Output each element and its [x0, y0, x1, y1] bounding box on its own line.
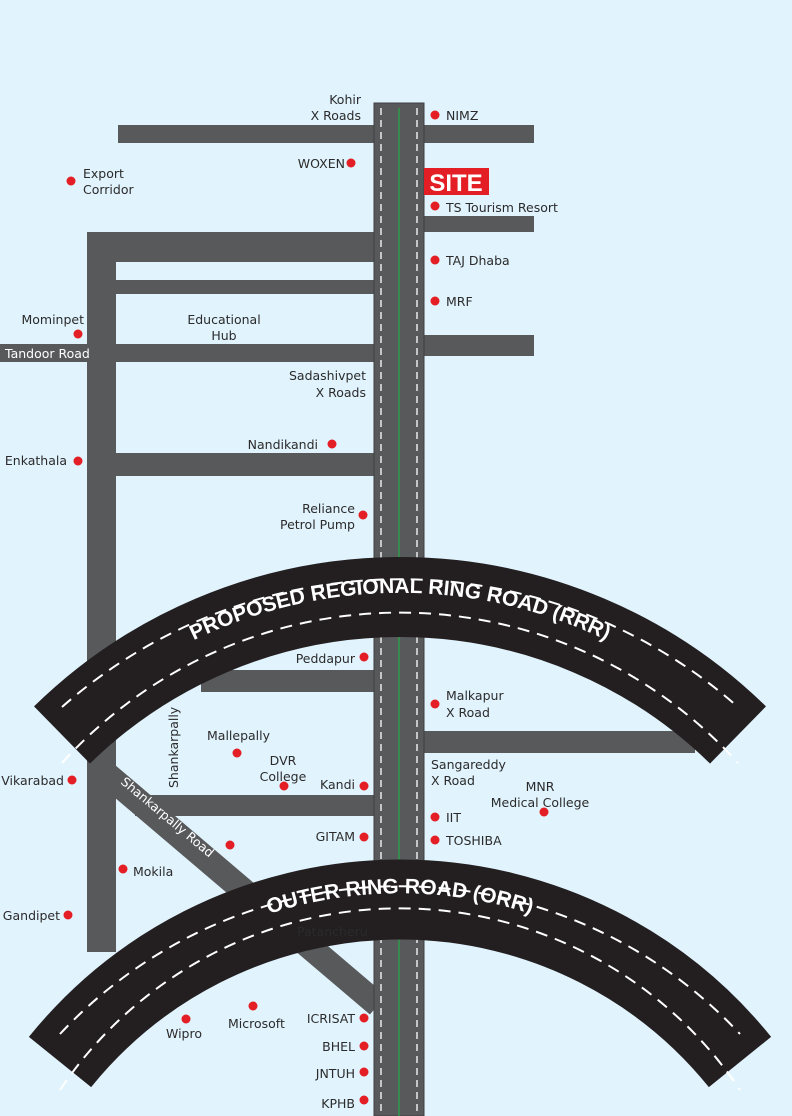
label-jntuh: JNTUH: [315, 1066, 355, 1081]
label-kandi: Kandi: [320, 777, 355, 792]
label-export: Export: [83, 166, 124, 181]
regional-ring-road-band: PROPOSED REGIONAL RING ROAD (RRR): [34, 557, 766, 764]
label-patancheru: Patancheru: [297, 924, 368, 939]
marker-mnr: [539, 807, 549, 817]
marker-nandikandi: [327, 439, 337, 449]
label-vikarabad: Vikarabad: [1, 773, 64, 788]
marker-gitam: [359, 832, 369, 842]
label-malkapur: Malkapur: [446, 688, 504, 703]
road-kohir: [118, 125, 374, 143]
label-woxen: WOXEN: [298, 156, 345, 171]
road-peddapur: [201, 670, 374, 692]
label-iit: IIT: [446, 810, 461, 825]
label-ts-tourism: TS Tourism Resort: [445, 200, 558, 215]
marker-wipro: [181, 1014, 191, 1024]
road-kandi: [135, 795, 374, 816]
road-tandoor: [0, 344, 374, 362]
label-reliance-2: Petrol Pump: [280, 517, 355, 532]
marker-peddapur: [359, 652, 369, 662]
marker-enkathala: [73, 456, 83, 466]
label-toshiba: TOSHIBA: [445, 833, 502, 848]
labels-bottom: Patancheru Wipro Microsoft ICRISAT BHEL …: [166, 924, 369, 1111]
marker-mominpet: [73, 329, 83, 339]
marker-mallepally: [232, 748, 242, 758]
label-reliance: Reliance: [302, 501, 355, 516]
marker-vikarabad: [67, 775, 77, 785]
label-sangareddy-2: X Road: [431, 773, 475, 788]
marker-microsoft: [248, 1001, 258, 1011]
label-export-2: Corridor: [83, 182, 134, 197]
marker-export-corridor: [66, 176, 76, 186]
marker-reliance: [358, 510, 368, 520]
label-tandoor-road: Tandoor Road: [4, 346, 90, 361]
label-enkathala: Enkathala: [5, 453, 67, 468]
site-label: SITE: [429, 170, 482, 197]
label-wipro: Wipro: [166, 1026, 202, 1041]
marker-ts-tourism: [430, 201, 440, 211]
label-sadashivpet-2: X Roads: [316, 385, 366, 400]
label-mrf: MRF: [446, 294, 473, 309]
label-icrisat: ICRISAT: [307, 1011, 356, 1026]
site-badge: [424, 168, 489, 195]
label-nandikandi: Nandikandi: [248, 437, 318, 452]
marker-mrf: [430, 296, 440, 306]
label-dvr: DVR: [270, 753, 297, 768]
label-mnr: MNR: [526, 779, 555, 794]
marker-gandipet: [63, 910, 73, 920]
outer-ring-road-band: OUTER RING ROAD (ORR): [28, 859, 772, 1091]
label-kphb: KPHB: [321, 1096, 355, 1111]
marker-nimz: [430, 110, 440, 120]
marker-dvr: [279, 781, 289, 791]
marker-malkapur: [430, 699, 440, 709]
label-shankarpally: Shankarpally: [166, 706, 181, 788]
labels: Kohir X Roads NIMZ WOXEN Export Corridor…: [4, 92, 558, 532]
label-peddapur: Peddapur: [296, 651, 356, 666]
marker-jntuh: [359, 1067, 369, 1077]
road-second-horizontal: [116, 280, 374, 294]
marker-toshiba: [430, 835, 440, 845]
label-malkapur-2: X Road: [446, 705, 490, 720]
road-nimz: [424, 125, 534, 143]
label-taj: TAJ Dhaba: [445, 253, 510, 268]
road-top-horizontal: [87, 232, 374, 262]
label-sadashivpet: Sadashivpet: [289, 368, 366, 383]
road-right-mrf: [424, 335, 534, 356]
label-gandipet: Gandipet: [3, 908, 60, 923]
label-mokila: Mokila: [133, 864, 173, 879]
label-mominpet: Mominpet: [21, 312, 84, 327]
road-sangareddy: [424, 731, 695, 753]
label-microsoft: Microsoft: [228, 1016, 285, 1031]
label-nimz: NIMZ: [446, 108, 478, 123]
label-gitam: GITAM: [316, 829, 355, 844]
road-ts-tourism: [424, 216, 534, 232]
label-kohir: Kohir: [329, 92, 362, 107]
marker-kandi: [359, 781, 369, 791]
road-nandikandi: [116, 453, 374, 476]
label-bhel: BHEL: [322, 1039, 355, 1054]
marker-bhel: [359, 1041, 369, 1051]
marker-iit: [430, 812, 440, 822]
marker-taj: [430, 255, 440, 265]
marker-unnamed: [225, 840, 235, 850]
label-mallepally: Mallepally: [207, 728, 271, 743]
label-mnr-2: Medical College: [491, 795, 590, 810]
label-edu-2: Hub: [211, 328, 236, 343]
marker-woxen: [346, 158, 356, 168]
marker-mokila: [118, 864, 128, 874]
label-dvr-2: College: [260, 769, 307, 784]
marker-icrisat: [359, 1013, 369, 1023]
marker-kphb: [359, 1095, 369, 1105]
label-edu: Educational: [187, 312, 260, 327]
label-sangareddy: Sangareddy: [431, 757, 507, 772]
label-kohir-2: X Roads: [311, 108, 361, 123]
